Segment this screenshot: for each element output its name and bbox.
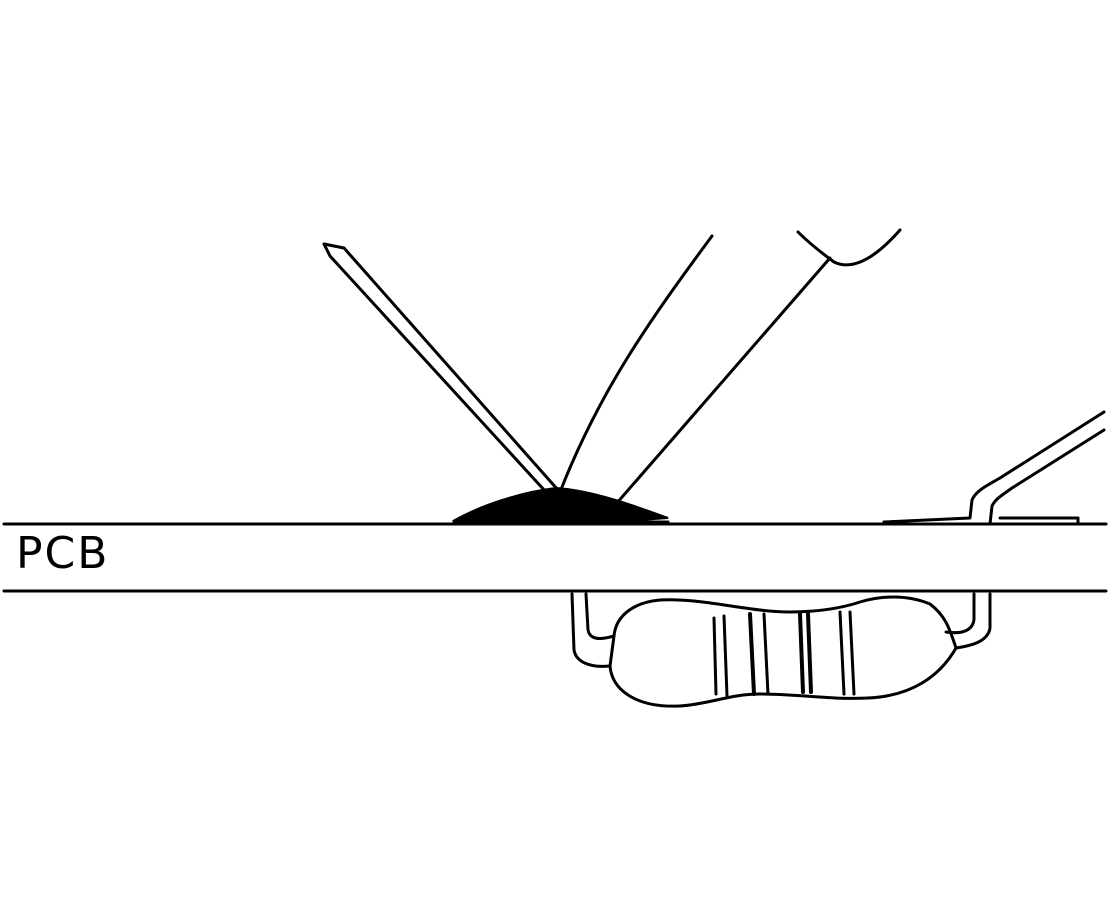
resistor-band-3 — [798, 612, 805, 694]
solder-joint — [451, 486, 670, 524]
resistor-band-2b — [762, 612, 770, 696]
component-lead-right — [882, 410, 1106, 526]
resistor-band-1 — [712, 616, 718, 696]
resistor — [570, 592, 992, 708]
resistor-band-4b — [848, 610, 856, 696]
resistor-band-3b — [806, 612, 813, 694]
resistor-band-1b — [722, 614, 729, 698]
soldering-iron-tip — [558, 228, 902, 506]
pcb-label: PCB — [16, 528, 110, 579]
solder-wire — [322, 242, 560, 494]
resistor-band-2 — [748, 612, 756, 696]
resistor-band-4 — [838, 610, 846, 696]
